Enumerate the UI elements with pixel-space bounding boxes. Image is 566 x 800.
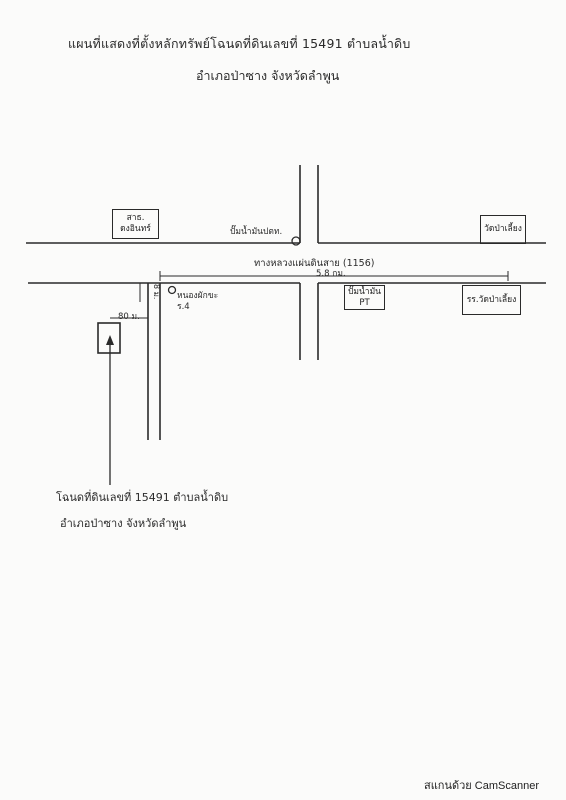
landmark-box-top-left: สาธ. ดงอินทร์ bbox=[112, 209, 159, 239]
landmark-label-top-left: สาธ. ดงอินทร์ bbox=[120, 213, 151, 234]
scanner-watermark: สแกนด้วย CamScanner bbox=[424, 780, 540, 792]
distance-label: 5.8 กม. bbox=[316, 269, 346, 279]
landmark-label-top-right: วัดป่าเลี้ยง bbox=[484, 224, 522, 234]
landmark-label-bottom-mid: ปั๊มน้ำมัน PT bbox=[348, 286, 381, 308]
map-title-line2: อำเภอป่าซาง จังหวัดลำพูน bbox=[196, 68, 340, 83]
village-label: หนองผักขะ ร.4 bbox=[177, 291, 219, 312]
vertical-distance-label: 8 ม. bbox=[152, 284, 161, 300]
road-label: ทางหลวงแผ่นดินสาย (1156) bbox=[254, 258, 375, 269]
landmark-box-top-right: วัดป่าเลี้ยง bbox=[480, 215, 526, 244]
station-label: ปั๊มน้ำมันปตท. bbox=[230, 227, 283, 237]
side-distance-label: 80 ม. bbox=[118, 312, 140, 322]
station-marker-icon bbox=[291, 236, 301, 246]
plot-arrow-head-icon bbox=[106, 335, 114, 345]
map-title-line1: แผนที่แสดงที่ตั้งหลักทรัพย์โฉนดที่ดินเลข… bbox=[68, 36, 411, 51]
plot-caption-line1: โฉนดที่ดินเลขที่ 15491 ตำบลน้ำดิบ bbox=[56, 491, 229, 504]
landmark-box-bottom-right: รร.วัดป่าเลี้ยง bbox=[462, 285, 521, 315]
landmark-label-bottom-right: รร.วัดป่าเลี้ยง bbox=[466, 294, 517, 305]
plot-caption-line2: อำเภอป่าซาง จังหวัดลำพูน bbox=[60, 517, 187, 530]
plot-box bbox=[97, 322, 121, 354]
landmark-box-bottom-mid: ปั๊มน้ำมัน PT bbox=[344, 285, 385, 310]
village-marker-icon bbox=[167, 285, 177, 295]
